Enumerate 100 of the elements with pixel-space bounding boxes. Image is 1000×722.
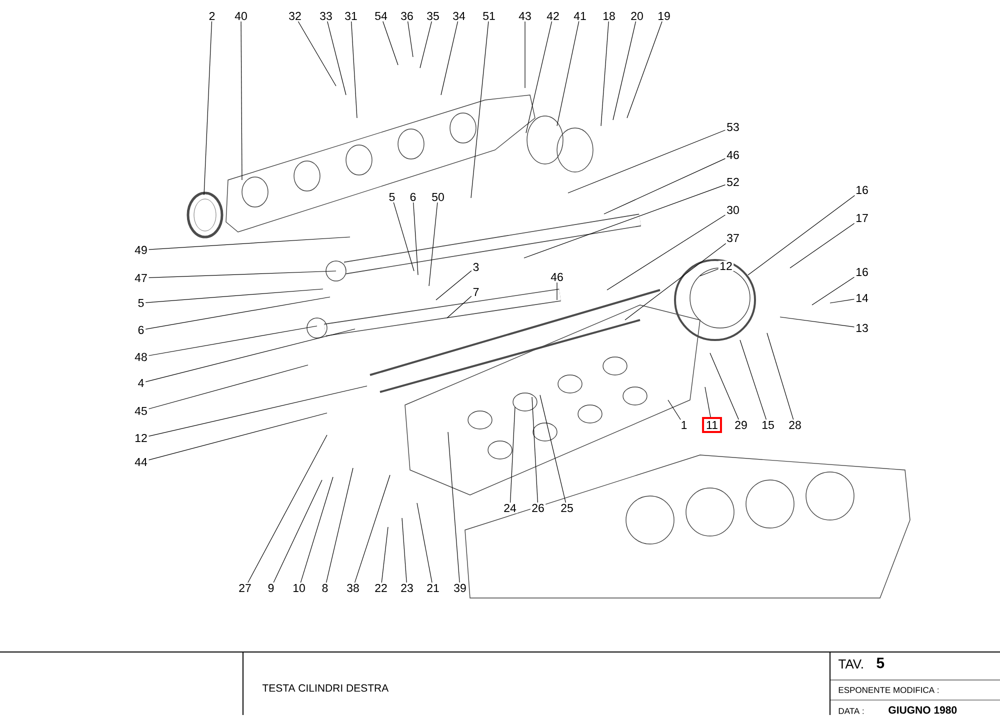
leader-line bbox=[448, 432, 460, 583]
leader-line bbox=[148, 236, 350, 250]
leader-line bbox=[327, 21, 346, 96]
callout-number: 46 bbox=[725, 150, 741, 160]
callout-number: 14 bbox=[854, 292, 870, 304]
callout-number: 51 bbox=[481, 10, 497, 22]
leader-line bbox=[470, 21, 489, 198]
leader-line bbox=[440, 21, 458, 96]
leader-line bbox=[830, 298, 855, 304]
callout-number: 25 bbox=[559, 502, 575, 514]
leader-line bbox=[413, 202, 418, 276]
callout-number: 37 bbox=[725, 232, 741, 244]
callout-number: 5 bbox=[136, 298, 146, 308]
callout-number: 36 bbox=[399, 10, 415, 22]
leader-line bbox=[148, 270, 336, 278]
callout-number: 48 bbox=[133, 352, 149, 362]
callout-number: 1 bbox=[680, 420, 688, 430]
leader-line bbox=[740, 340, 767, 420]
leader-line bbox=[668, 400, 681, 420]
title-text: TESTA CILINDRI DESTRA bbox=[262, 684, 389, 692]
callout-number: 13 bbox=[854, 322, 870, 334]
callout-number: 3 bbox=[472, 262, 480, 272]
callout-number: 24 bbox=[502, 502, 518, 514]
callout-number: 20 bbox=[629, 10, 645, 22]
callout-number: 43 bbox=[517, 10, 533, 22]
callout-number: 23 bbox=[399, 582, 415, 594]
leader-line bbox=[393, 202, 414, 272]
leader-line bbox=[748, 195, 855, 276]
leader-line bbox=[526, 21, 552, 134]
leader-line bbox=[145, 288, 324, 303]
leader-line bbox=[240, 21, 242, 180]
leader-line bbox=[354, 474, 390, 583]
leader-line bbox=[145, 328, 356, 382]
callout-number: 40 bbox=[233, 10, 249, 22]
callout-number: 53 bbox=[725, 122, 741, 132]
leader-line bbox=[568, 130, 726, 194]
sheet-label: TAV. bbox=[838, 660, 863, 668]
callout-number: 34 bbox=[451, 10, 467, 22]
callout-number: 17 bbox=[854, 212, 870, 224]
leader-line bbox=[298, 21, 336, 86]
callout-number: 7 bbox=[472, 286, 480, 298]
callout-number: 50 bbox=[430, 192, 446, 202]
leader-line bbox=[148, 386, 368, 437]
leader-line bbox=[532, 396, 538, 503]
callout-number: 49 bbox=[133, 244, 149, 256]
callout-number: 32 bbox=[287, 10, 303, 22]
callout-number: 27 bbox=[237, 582, 253, 594]
callout-number: 5 bbox=[388, 192, 396, 202]
callout-number: 22 bbox=[373, 582, 389, 594]
callout-number: 12 bbox=[718, 260, 734, 272]
leader-line bbox=[402, 518, 407, 583]
leader-line bbox=[351, 21, 358, 118]
leader-line bbox=[510, 406, 516, 503]
callout-number: 19 bbox=[656, 10, 672, 22]
callout-number: 10 bbox=[291, 582, 307, 594]
leader-line bbox=[812, 276, 855, 306]
callout-number: 42 bbox=[545, 10, 561, 22]
callout-number: 2 bbox=[208, 10, 216, 22]
leader-line bbox=[626, 21, 662, 118]
callout-number: 33 bbox=[318, 10, 334, 22]
leader-line bbox=[273, 480, 322, 583]
leader-line bbox=[600, 21, 609, 126]
callout-number: 11 bbox=[702, 417, 722, 433]
callout-number: 39 bbox=[452, 582, 468, 594]
leader-line bbox=[248, 434, 328, 583]
leader-line bbox=[556, 21, 580, 126]
leader-line bbox=[148, 364, 308, 410]
leader-line bbox=[416, 502, 432, 583]
callout-number: 12 bbox=[133, 432, 149, 444]
callout-number: 15 bbox=[760, 420, 776, 430]
leader-line bbox=[524, 184, 726, 258]
leader-line bbox=[710, 352, 739, 420]
leader-line bbox=[704, 386, 711, 418]
callout-number: 41 bbox=[572, 10, 588, 22]
date-text: GIUGNO 1980 bbox=[888, 706, 957, 714]
leader-line bbox=[612, 21, 636, 120]
callout-number: 26 bbox=[530, 502, 546, 514]
callout-number: 44 bbox=[133, 456, 149, 468]
callout-number: 30 bbox=[725, 204, 741, 216]
callout-number: 45 bbox=[133, 406, 149, 416]
callout-number: 31 bbox=[343, 10, 359, 22]
callout-number: 21 bbox=[425, 582, 441, 594]
leader-line bbox=[148, 326, 318, 356]
leader-line bbox=[540, 394, 566, 503]
leader-line bbox=[326, 468, 354, 583]
callout-number: 29 bbox=[733, 420, 749, 430]
leader-line bbox=[556, 282, 558, 300]
leader-line bbox=[382, 21, 398, 66]
leader-line bbox=[606, 214, 726, 290]
leader-line bbox=[145, 296, 330, 330]
leader-line bbox=[790, 223, 855, 268]
leader-line bbox=[428, 202, 438, 286]
callout-number: 18 bbox=[601, 10, 617, 22]
callout-number: 28 bbox=[787, 420, 803, 430]
leader-line bbox=[766, 332, 794, 420]
revision-label: ESPONENTE MODIFICA : bbox=[838, 687, 938, 694]
callout-number: 52 bbox=[725, 176, 741, 188]
date-label: DATA : bbox=[838, 708, 864, 714]
callout-number: 16 bbox=[854, 184, 870, 196]
leader-line bbox=[700, 268, 719, 276]
